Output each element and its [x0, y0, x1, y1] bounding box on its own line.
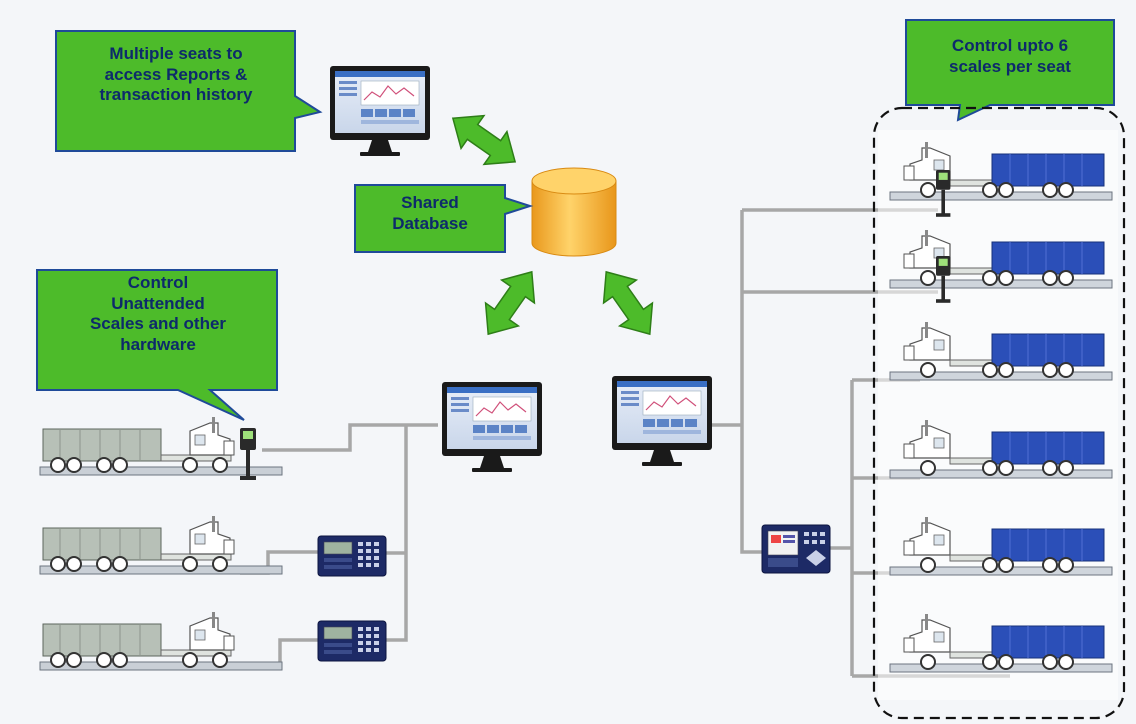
callout-line: Multiple seats to — [109, 44, 243, 63]
callout-shared-database — [354, 184, 534, 253]
database-cylinder-icon — [531, 167, 617, 257]
double-arrow-icon-left — [471, 259, 549, 347]
callout-line: scales per seat — [949, 56, 1071, 76]
double-arrow-icon-top — [440, 101, 528, 179]
wire-right-vertical — [740, 210, 762, 554]
double-arrow-icon-right — [589, 259, 667, 347]
callout-line: Shared — [401, 193, 459, 212]
scale-terminal-icon-1 — [317, 535, 387, 577]
callout-line: Control upto 6 — [951, 36, 1069, 55]
left-monitor-icon — [441, 381, 543, 473]
callout-line: hardware — [120, 335, 196, 355]
right-scale-terminal-icon — [761, 524, 831, 574]
callout-line: transaction history — [99, 85, 253, 105]
callout-shared-database-text: Shared Database — [357, 193, 503, 234]
callout-line: access Reports & — [104, 64, 248, 84]
scale-terminal-icon-2 — [317, 620, 387, 662]
callout-control-upto-text: Control upto 6 scales per seat — [908, 36, 1112, 77]
callout-multiple-seats-text: Multiple seats to access Reports & trans… — [58, 44, 294, 106]
callout-line: Scales and other — [89, 314, 227, 334]
left-truck-2-icon — [39, 515, 283, 575]
callout-line: Database — [392, 213, 468, 233]
callout-control-upto — [905, 19, 1115, 122]
scales-group-backdrop — [878, 130, 1118, 700]
callout-line: Control — [127, 273, 189, 292]
callout-multiple-seats — [55, 30, 323, 152]
callout-control-unattended-text: Control Unattended Scales and other hard… — [40, 273, 276, 356]
wire-left-bus — [386, 425, 408, 642]
wire-kiosk-to-left-monitor — [262, 423, 438, 452]
callout-line: Unattended — [111, 293, 205, 313]
right-monitor-icon — [611, 375, 713, 467]
callout-control-unattended — [36, 269, 278, 421]
left-truck-3-icon — [39, 611, 283, 671]
scales-group-outline — [872, 106, 1126, 720]
top-monitor-icon — [329, 65, 431, 157]
